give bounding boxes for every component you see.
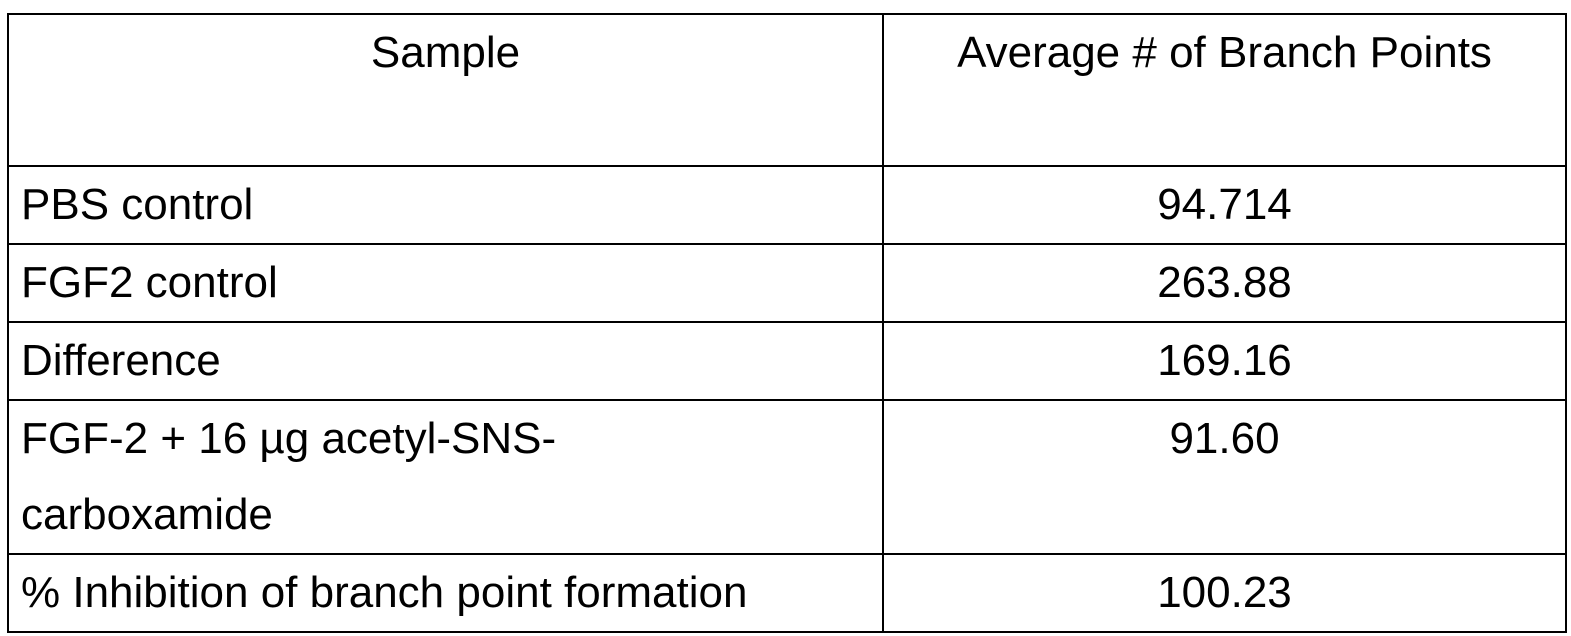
branch-points-table: Sample Average # of Branch Points PBS co… — [7, 13, 1567, 633]
table-row: PBS control 94.714 — [7, 165, 1567, 245]
table-row: Difference 169.16 — [7, 321, 1567, 401]
table-row: FGF-2 + 16 µg acetyl-SNS-carboxamide 91.… — [7, 399, 1567, 555]
row-value: 94.714 — [882, 165, 1567, 245]
table-row: FGF2 control 263.88 — [7, 243, 1567, 323]
header-sample: Sample — [7, 13, 884, 167]
row-sample-label: FGF2 control — [7, 243, 884, 323]
row-sample-label: FGF-2 + 16 µg acetyl-SNS-carboxamide — [7, 399, 884, 555]
row-sample-label: PBS control — [7, 165, 884, 245]
row-sample-label: % Inhibition of branch point formation — [7, 553, 884, 633]
header-average-branch-points: Average # of Branch Points — [882, 13, 1567, 167]
row-value: 263.88 — [882, 243, 1567, 323]
row-sample-label: Difference — [7, 321, 884, 401]
row-value: 91.60 — [882, 399, 1567, 555]
table-row: % Inhibition of branch point formation 1… — [7, 553, 1567, 633]
row-value: 169.16 — [882, 321, 1567, 401]
row-value: 100.23 — [882, 553, 1567, 633]
header-row: Sample Average # of Branch Points — [7, 13, 1567, 167]
